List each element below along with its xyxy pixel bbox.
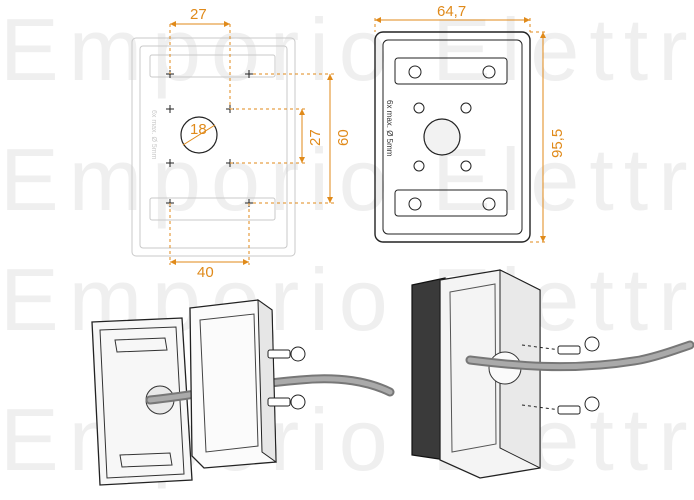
assembly-mounted-view xyxy=(411,269,694,479)
dimension-back-height: 95,5 xyxy=(530,31,566,243)
front-view-inner-outline xyxy=(139,45,288,249)
dimension-inner-height-label: 27 xyxy=(307,129,324,146)
front-view-drawing: 6x max. Ø 5mm 27 18 27 60 xyxy=(131,6,352,281)
back-view-bottom-left-slot xyxy=(408,197,422,211)
back-view-outer-outline xyxy=(374,31,531,243)
dimension-outer-height-label: 60 xyxy=(335,129,352,146)
assembly-back-plate xyxy=(91,317,193,486)
back-view-mount-hole-2 xyxy=(460,102,472,114)
dimension-hole-diameter: 18 xyxy=(182,121,216,146)
front-view-bottom-rail xyxy=(149,197,276,221)
dimension-hole-diameter-label: 18 xyxy=(190,121,207,138)
dimension-bottom-width: 40 xyxy=(169,203,250,281)
assembly-back-plate-inner xyxy=(99,326,185,479)
back-view-top-left-slot xyxy=(408,65,422,79)
dimension-outer-height: 60 xyxy=(253,73,352,204)
front-view-top-rail xyxy=(149,54,276,78)
dimension-top-width: 27 xyxy=(169,6,231,109)
back-view-mount-hole-4 xyxy=(460,160,472,172)
back-view-side-note: 6x max. Ø 5mm xyxy=(385,100,394,157)
front-view-outline xyxy=(131,37,296,257)
dimension-back-width-label: 64,7 xyxy=(437,3,466,20)
back-view-mount-hole-3 xyxy=(413,160,425,172)
back-view-top-rail xyxy=(394,57,508,85)
back-view-mount-hole-1 xyxy=(413,102,425,114)
watermark-row-1: Emporio Elettrico xyxy=(0,0,694,99)
dimension-inner-height: 27 xyxy=(230,108,324,164)
dimension-back-width: 64,7 xyxy=(374,3,531,32)
back-view-bottom-rail xyxy=(394,189,508,217)
watermark-row-2: Emporio Elettrico xyxy=(0,130,694,229)
back-view-inner-outline xyxy=(382,39,523,235)
back-view-drawing: 6x max. Ø 5mm 64,7 95,5 xyxy=(374,3,566,243)
assembly-screws xyxy=(267,346,306,410)
front-view-center-hole xyxy=(180,116,218,154)
back-view-bottom-right-slot xyxy=(482,197,496,211)
dimension-top-width-label: 27 xyxy=(190,6,207,23)
front-view-side-note: 6x max. Ø 5mm xyxy=(150,110,157,160)
back-view-top-right-slot xyxy=(482,65,496,79)
mounted-screws xyxy=(557,336,600,415)
dimension-back-height-label: 95,5 xyxy=(549,129,566,158)
back-view-center-hole xyxy=(423,118,461,156)
dimension-bottom-width-label: 40 xyxy=(197,264,214,281)
assembly-exploded-view xyxy=(91,299,395,486)
